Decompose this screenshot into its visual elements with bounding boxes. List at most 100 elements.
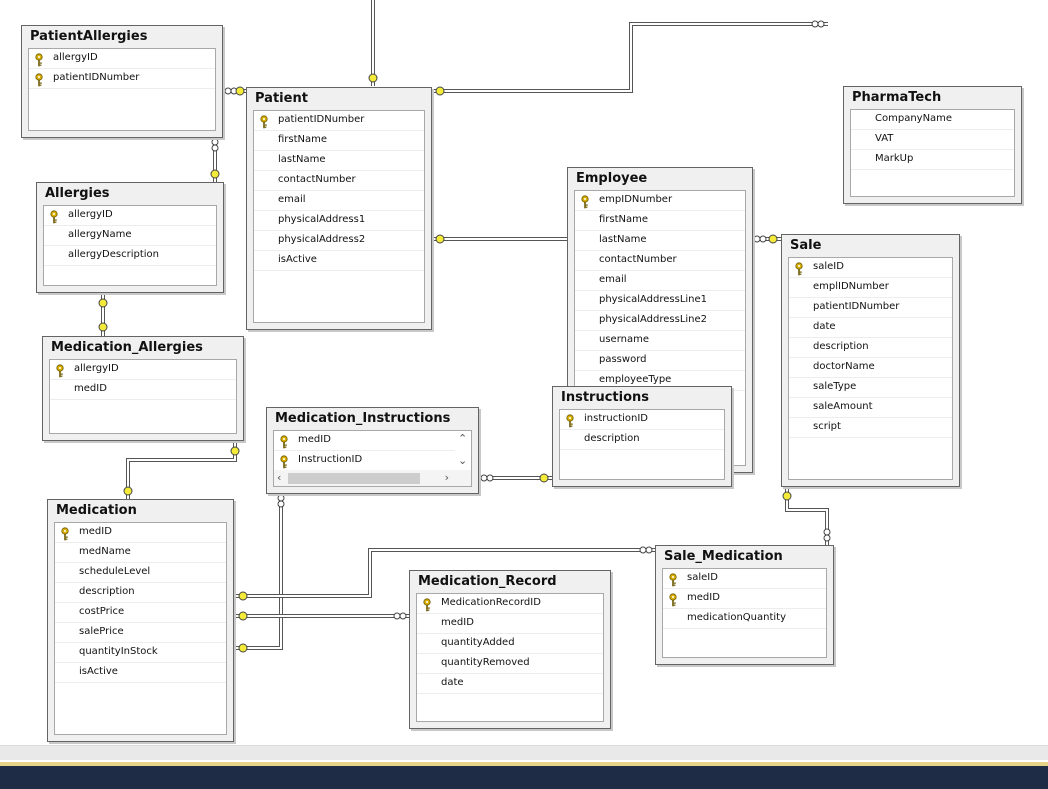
column-row[interactable]: scheduleLevel <box>55 563 226 583</box>
table-title: PharmaTech <box>852 90 942 105</box>
column-row[interactable]: physicalAddressLine2 <box>575 311 745 331</box>
column-row[interactable]: doctorName <box>789 358 952 378</box>
column-row[interactable]: empIDNumber <box>575 191 745 211</box>
primary-key-icon <box>279 434 289 449</box>
column-row[interactable]: CompanyName <box>851 110 1014 130</box>
column-row[interactable]: medID <box>417 614 603 634</box>
column-row[interactable]: VAT <box>851 130 1014 150</box>
column-row[interactable]: script <box>789 418 952 438</box>
column-row[interactable]: date <box>417 674 603 694</box>
column-row[interactable]: medID <box>274 431 471 451</box>
column-row[interactable]: contactNumber <box>254 171 424 191</box>
scroll-right-icon[interactable]: › <box>444 471 449 484</box>
column-name: description <box>79 586 135 597</box>
table-patientallergies[interactable]: PatientAllergies allergyID patientIDNumbe… <box>21 25 223 138</box>
column-row[interactable]: saleType <box>789 378 952 398</box>
many-end-marker <box>277 500 285 508</box>
table-title: Medication_Record <box>418 574 557 589</box>
column-row[interactable]: physicalAddressLine1 <box>575 291 745 311</box>
table-title: PatientAllergies <box>30 29 148 44</box>
column-row[interactable]: saleAmount <box>789 398 952 418</box>
scroll-up-icon[interactable]: ⌃ <box>458 432 468 445</box>
column-row[interactable]: medName <box>55 543 226 563</box>
column-row[interactable]: MedicationRecordID <box>417 594 603 614</box>
column-row[interactable]: patientIDNumber <box>29 69 215 89</box>
primary-key-icon <box>580 194 590 209</box>
column-row[interactable]: medID <box>663 589 826 609</box>
column-row[interactable]: instructionID <box>560 410 724 430</box>
column-row[interactable]: patientIDNumber <box>789 298 952 318</box>
column-row[interactable]: quantityInStock <box>55 643 226 663</box>
column-row[interactable]: medicationQuantity <box>663 609 826 629</box>
canvas-horizontal-scrollbar[interactable] <box>0 745 1048 760</box>
column-name: isActive <box>278 254 317 265</box>
column-row[interactable]: physicalAddress1 <box>254 211 424 231</box>
column-row[interactable]: allergyName <box>44 226 216 246</box>
one-end-marker <box>210 169 220 179</box>
column-row[interactable]: medID <box>50 380 236 400</box>
column-row[interactable]: salePrice <box>55 623 226 643</box>
column-row[interactable]: isActive <box>55 663 226 683</box>
column-row[interactable]: lastName <box>254 151 424 171</box>
column-name: allergyDescription <box>68 249 159 260</box>
primary-key-icon <box>279 454 289 469</box>
primary-key-icon <box>668 592 678 607</box>
column-row[interactable]: patientIDNumber <box>254 111 424 131</box>
column-row[interactable]: allergyID <box>29 49 215 69</box>
column-row[interactable]: firstName <box>254 131 424 151</box>
column-row[interactable]: description <box>560 430 724 450</box>
primary-key-icon <box>60 526 70 541</box>
column-row[interactable]: lastName <box>575 231 745 251</box>
many-end-marker <box>480 474 488 482</box>
column-row[interactable]: isActive <box>254 251 424 271</box>
column-row[interactable]: physicalAddress2 <box>254 231 424 251</box>
many-end-marker <box>277 494 285 502</box>
column-row[interactable]: saleID <box>663 569 826 589</box>
column-name: medID <box>79 526 112 537</box>
column-name: saleAmount <box>813 401 873 412</box>
column-row[interactable]: quantityRemoved <box>417 654 603 674</box>
many-end-marker <box>811 20 819 28</box>
column-row[interactable]: quantityAdded <box>417 634 603 654</box>
scroll-down-icon[interactable]: ⌄ <box>458 454 468 467</box>
column-row[interactable]: description <box>789 338 952 358</box>
column-row[interactable]: description <box>55 583 226 603</box>
column-row[interactable]: emplIDNumber <box>789 278 952 298</box>
column-row[interactable]: firstName <box>575 211 745 231</box>
column-row[interactable]: email <box>575 271 745 291</box>
column-row[interactable]: contactNumber <box>575 251 745 271</box>
horizontal-scrollbar[interactable]: ‹ › <box>274 470 471 486</box>
relationship-line <box>785 487 829 545</box>
column-row[interactable]: costPrice <box>55 603 226 623</box>
column-row[interactable]: allergyID <box>50 360 236 380</box>
column-row[interactable]: allergyDescription <box>44 246 216 266</box>
column-row[interactable]: email <box>254 191 424 211</box>
column-name: patientIDNumber <box>53 72 140 83</box>
column-row[interactable]: medID <box>55 523 226 543</box>
column-row[interactable]: saleID <box>789 258 952 278</box>
column-row[interactable]: username <box>575 331 745 351</box>
column-row[interactable]: MarkUp <box>851 150 1014 170</box>
scroll-thumb[interactable] <box>288 473 420 484</box>
column-row[interactable]: allergyID <box>44 206 216 226</box>
column-row[interactable]: date <box>789 318 952 338</box>
vertical-scrollbar[interactable]: ⌃ ⌄ <box>455 431 471 470</box>
column-row[interactable]: InstructionID <box>274 451 471 471</box>
scroll-left-icon[interactable]: ‹ <box>277 471 282 484</box>
column-row[interactable]: password <box>575 351 745 371</box>
